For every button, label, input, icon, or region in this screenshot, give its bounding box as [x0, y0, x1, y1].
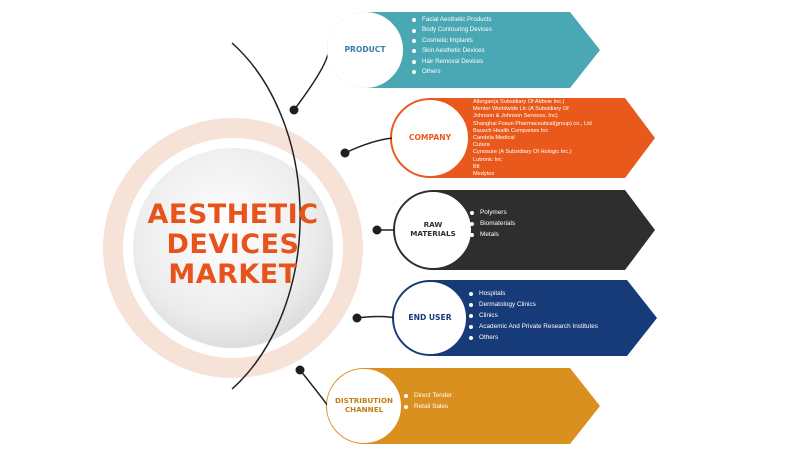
list-item: Biomaterials	[470, 218, 515, 229]
list-item: Johnson & Johnson Services, Inc)	[473, 113, 558, 120]
list-item: Dermatology Clinics	[469, 299, 598, 310]
list-item: Bausch Health Companies Inc	[473, 127, 549, 134]
raw-materials-arc-dot	[372, 225, 382, 235]
list-item: Hair Removal Devices	[412, 57, 492, 67]
company-label-line: COMPANY	[408, 133, 452, 143]
distribution-channel-label-line: DISTRIBUTION	[335, 396, 393, 406]
list-item: Candela Medical	[473, 135, 515, 142]
list-item: Shanghai Fosun Pharmaceutical(group) co.…	[473, 120, 592, 127]
list-item: Retail Sales	[404, 401, 452, 412]
list-item: Facial Aesthetic Products	[412, 15, 492, 25]
list-item: Allergan(a Subsidiary Of Abbvie Inc.)	[473, 99, 565, 105]
end-user-connector	[356, 315, 396, 319]
list-item: Lutronic Inc	[473, 156, 502, 163]
list-item: Body Contouring Devices	[412, 25, 492, 35]
list-item: Cynosure (A Subsidiary Of Hologic Inc.)	[473, 149, 572, 156]
hub-title-line: MARKET	[168, 259, 298, 290]
company-connector	[344, 137, 394, 154]
end-user-label-line: END USER	[408, 313, 452, 323]
list-item: Academic And Private Research Institutes	[469, 321, 598, 332]
list-item: Cosmetic Implants	[412, 36, 492, 46]
connector-arc	[231, 42, 301, 390]
raw-materials-label-line: MATERIALS	[410, 229, 456, 238]
product-label: PRODUCT	[330, 45, 400, 54]
raw-materials-label-circle	[395, 192, 471, 268]
list-item: Polymers	[470, 207, 515, 218]
distribution-channel-label-line: CHANNEL	[344, 405, 384, 414]
company-arc-dot	[340, 148, 350, 158]
product-connector	[293, 49, 329, 111]
raw-materials-label-line: RAW	[423, 220, 443, 230]
distribution-channel-arc-dot	[295, 365, 305, 375]
distribution-channel-connector	[299, 369, 329, 407]
end-user-label: END USER	[395, 313, 465, 322]
hub-title-line: DEVICES	[166, 229, 300, 260]
distribution-channel-label-circle	[327, 369, 401, 443]
list-item: Metals	[470, 229, 515, 240]
list-item: Others	[412, 67, 492, 77]
hub-inner-circle	[133, 148, 333, 348]
list-item: Hospitals	[469, 288, 598, 299]
list-item: Cutera	[473, 142, 490, 149]
product-arc-dot	[289, 105, 299, 115]
list-item: Clinics	[469, 310, 598, 321]
company-item-list: Allergan(a Subsidiary Of Abbvie Inc.)Men…	[473, 99, 592, 178]
company-label: COMPANY	[395, 133, 465, 142]
list-item: Skin Aesthetic Devices	[412, 46, 492, 56]
company-label-circle	[392, 100, 468, 176]
list-item: Mentor Worldwide Llc (A Subsidiary Of	[473, 106, 569, 113]
hub-title-line: AESTHETIC	[147, 199, 319, 230]
end-user-label-circle	[394, 282, 466, 354]
list-item: Medytox	[473, 171, 495, 178]
end-user-arc-dot	[352, 313, 362, 323]
hub-title: AESTHETIC DEVICES MARKET	[133, 200, 333, 290]
list-item: Others	[469, 332, 598, 343]
list-item: Btl	[473, 163, 480, 170]
product-label-circle	[327, 12, 403, 88]
product-label-line: PRODUCT	[344, 45, 386, 55]
list-item: Direct Tender	[404, 390, 452, 401]
